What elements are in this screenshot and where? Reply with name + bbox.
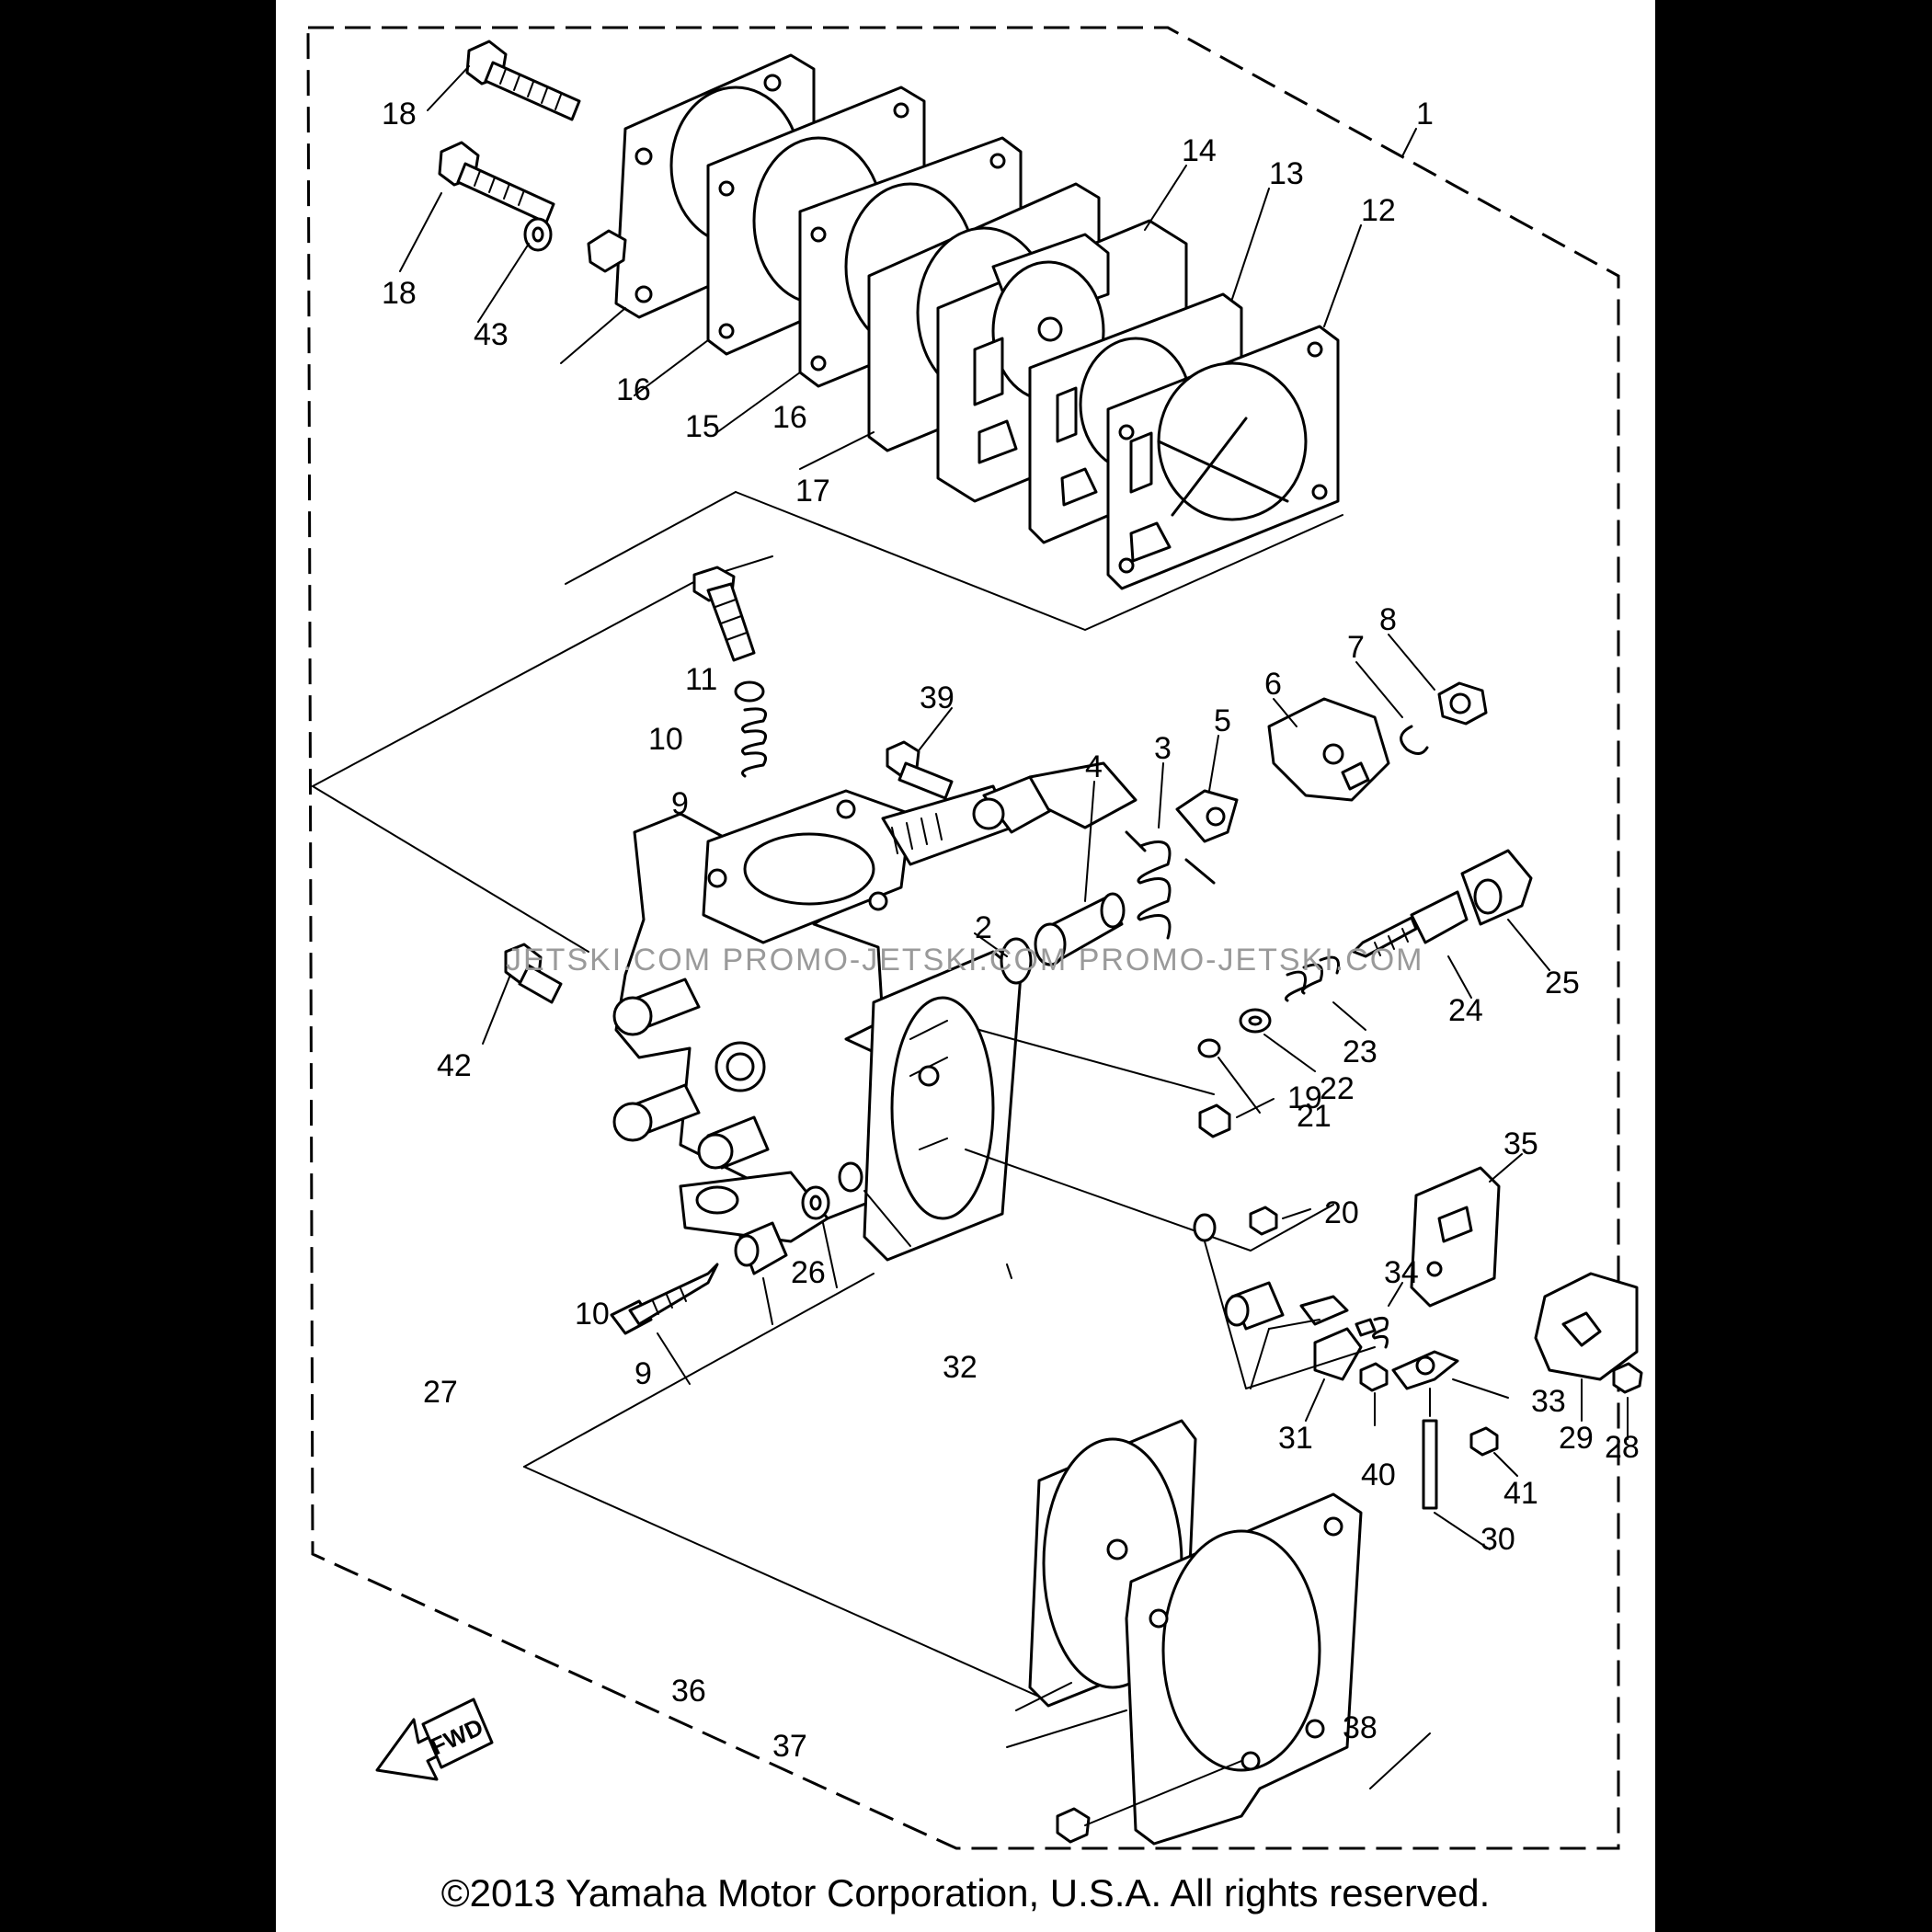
part-label-33: 33	[1531, 1384, 1566, 1419]
part-label-10: 10	[648, 722, 683, 757]
part-label-5: 5	[1214, 703, 1231, 738]
assembly-boundary	[306, 26, 1620, 1850]
copyright-notice: ©2013 Yamaha Motor Corporation, U.S.A. A…	[440, 1871, 1491, 1915]
part-label-19: 19	[1287, 1080, 1322, 1115]
part-label-10-b: 10	[575, 1297, 610, 1332]
part-label-7: 7	[1347, 630, 1365, 665]
screw-38	[1056, 1807, 1091, 1844]
diagram-sheet: FWD JETSKI.COM PROMO-JETSKI.COM PROMO-JE…	[276, 0, 1655, 1932]
part-label-40: 40	[1361, 1458, 1396, 1492]
part-label-9-b: 9	[634, 1356, 652, 1391]
part-label-23: 23	[1343, 1035, 1378, 1069]
screw-40	[1359, 1362, 1389, 1392]
part-label-32: 32	[943, 1350, 977, 1385]
bolt-shaft-18a	[484, 61, 581, 121]
part-label-28: 28	[1605, 1430, 1640, 1465]
oring-21	[1197, 1038, 1221, 1058]
part-label-11: 11	[685, 662, 717, 697]
part-label-18-b: 18	[382, 276, 417, 311]
spring-23	[1285, 955, 1340, 1002]
part-label-43: 43	[474, 317, 509, 352]
part-label-27: 27	[423, 1375, 458, 1410]
screw-28	[1612, 1362, 1643, 1394]
bushing-2	[1000, 937, 1033, 985]
part-label-17: 17	[795, 474, 830, 509]
part-label-39: 39	[920, 680, 955, 715]
part-label-15: 15	[685, 409, 720, 444]
oring-10a	[734, 680, 765, 703]
spring-3	[1137, 840, 1172, 940]
main-body	[312, 555, 1334, 1698]
part-label-12: 12	[1361, 193, 1396, 228]
part-label-37: 37	[772, 1729, 807, 1764]
part-label-38: 38	[1343, 1710, 1378, 1745]
part-label-2: 2	[975, 910, 992, 945]
part-label-18: 18	[382, 97, 417, 131]
part-label-41: 41	[1503, 1476, 1538, 1511]
part-label-14: 14	[1182, 133, 1217, 168]
part-labels: 1234567891011121314151617181920212223242…	[382, 97, 1640, 1764]
screw-24	[1410, 890, 1469, 944]
part-label-3: 3	[1154, 731, 1172, 766]
part-label-20: 20	[1324, 1195, 1359, 1230]
exploded-parts-diagram: FWD JETSKI.COM PROMO-JETSKI.COM PROMO-JE…	[306, 26, 1643, 1850]
part-label-9: 9	[671, 786, 689, 821]
screw-41	[1469, 1426, 1499, 1457]
leader-1	[1401, 128, 1417, 157]
part-label-31: 31	[1278, 1421, 1313, 1456]
part-label-35: 35	[1503, 1126, 1538, 1161]
part-label-25: 25	[1545, 966, 1580, 1000]
part-label-4: 4	[1085, 749, 1103, 784]
oring-26	[838, 1161, 863, 1193]
part-label-30: 30	[1480, 1522, 1515, 1557]
reed-valve-stack	[438, 40, 1340, 590]
part-label-36: 36	[671, 1674, 706, 1709]
upper-leaders	[399, 65, 1362, 631]
spring-9a	[741, 707, 767, 778]
part-label-16: 16	[616, 372, 651, 407]
watermark: JETSKI.COM PROMO-JETSKI.COM PROMO-JETSKI…	[506, 943, 1423, 977]
part-label-6: 6	[1264, 667, 1282, 702]
clip-7	[1400, 725, 1429, 755]
part-label-42: 42	[437, 1048, 472, 1083]
part-label-1: 1	[1416, 97, 1434, 131]
forward-arrow: FWD	[375, 1698, 494, 1781]
part-label-24: 24	[1448, 993, 1483, 1028]
screw-20	[1249, 1206, 1278, 1236]
screw-19	[1198, 1103, 1231, 1138]
spring-34	[1372, 1316, 1389, 1349]
pin-30	[1422, 1419, 1438, 1510]
part-label-34: 34	[1384, 1255, 1419, 1290]
part-label-16-b: 16	[772, 400, 807, 435]
part-label-22: 22	[1320, 1071, 1355, 1106]
part-label-21: 21	[1297, 1099, 1332, 1134]
part-label-8: 8	[1379, 602, 1397, 637]
part-label-13: 13	[1269, 156, 1304, 191]
part-label-29: 29	[1559, 1421, 1594, 1456]
cover-17-nipple	[587, 229, 627, 273]
part-label-26: 26	[791, 1255, 826, 1290]
